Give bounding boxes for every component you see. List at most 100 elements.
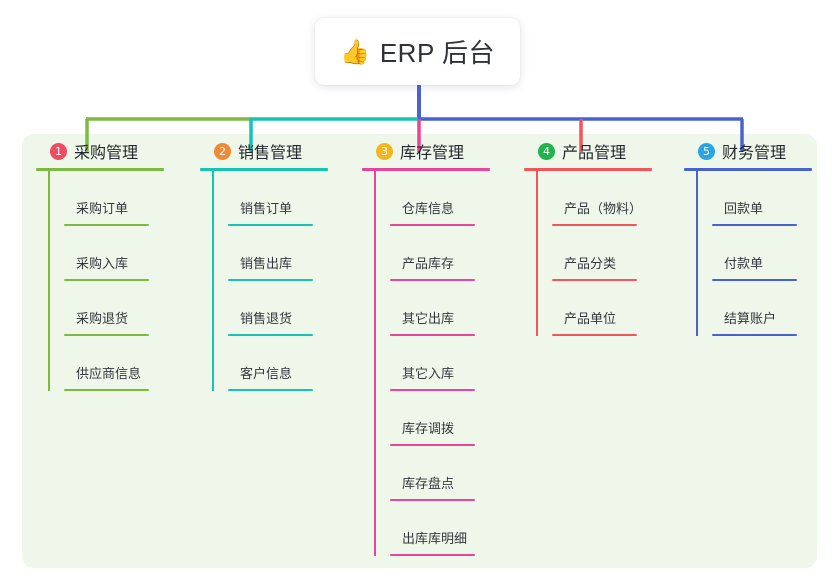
- branch-item-label: 产品分类: [564, 256, 617, 271]
- branch-item[interactable]: 仓库信息: [390, 171, 522, 226]
- branch-item-label: 采购订单: [76, 201, 129, 216]
- branch-item-list: 仓库信息产品库存其它出库其它入库库存调拨库存盘点出库库明细: [374, 171, 522, 556]
- branch-title: 销售管理: [238, 145, 303, 162]
- branch-header-1[interactable]: 1 采购管理: [36, 134, 196, 168]
- branch-item[interactable]: 回款单: [712, 171, 839, 226]
- branch-item-label: 付款单: [724, 256, 764, 271]
- branch-item-underline: [64, 224, 149, 226]
- branch-item-label: 其它出库: [402, 311, 455, 326]
- branch-item-label: 客户信息: [240, 366, 293, 381]
- branch-item-underline: [390, 444, 475, 446]
- branch-item-label: 结算账户: [724, 311, 777, 326]
- branch-header-2[interactable]: 2 销售管理: [200, 134, 360, 168]
- branch-item-underline: [390, 554, 475, 556]
- branch-item-underline: [712, 224, 797, 226]
- branch-number-badge: 4: [538, 142, 555, 160]
- branch-item-label: 出库库明细: [402, 531, 468, 546]
- branch-number-badge: 2: [214, 142, 231, 160]
- branch-item[interactable]: 采购入库: [64, 226, 196, 281]
- branch-item[interactable]: 采购退货: [64, 281, 196, 336]
- branch-item-label: 仓库信息: [402, 201, 455, 216]
- branch-header-4[interactable]: 4 产品管理: [524, 134, 684, 168]
- branch-item-underline: [552, 224, 637, 226]
- branch-item-underline: [64, 334, 149, 336]
- branch-header-5[interactable]: 5 财务管理: [684, 134, 839, 168]
- branch-underline: [362, 168, 490, 171]
- branch-underline: [36, 168, 164, 171]
- branch-item-underline: [712, 279, 797, 281]
- branch-column-1: 1 采购管理采购订单采购入库采购退货供应商信息: [36, 134, 196, 391]
- branch-item[interactable]: 客户信息: [228, 336, 360, 391]
- branch-item-list: 回款单付款单结算账户: [696, 171, 839, 336]
- branch-spine: [696, 171, 698, 336]
- branch-item[interactable]: 销售订单: [228, 171, 360, 226]
- branch-item[interactable]: 采购订单: [64, 171, 196, 226]
- branch-item-label: 库存调拨: [402, 421, 455, 436]
- branch-item[interactable]: 销售出库: [228, 226, 360, 281]
- root-node-title: ERP 后台: [379, 38, 496, 68]
- branch-item-label: 其它入库: [402, 366, 455, 381]
- branch-spine: [212, 171, 214, 391]
- branch-column-3: 3 库存管理仓库信息产品库存其它出库其它入库库存调拨库存盘点出库库明细: [362, 134, 522, 556]
- branch-underline: [200, 168, 328, 171]
- branch-item[interactable]: 库存盘点: [390, 446, 522, 501]
- branch-item-label: 产品单位: [564, 311, 617, 326]
- branch-item-underline: [552, 334, 637, 336]
- branch-item[interactable]: 产品（物料）: [552, 171, 684, 226]
- branch-title: 产品管理: [562, 145, 627, 162]
- branch-item-underline: [390, 499, 475, 501]
- branch-item[interactable]: 结算账户: [712, 281, 839, 336]
- branch-columns: 1 采购管理采购订单采购入库采购退货供应商信息 2 销售管理销售订单销售出库销售退货客…: [22, 134, 817, 568]
- branch-item-underline: [228, 279, 313, 281]
- branch-item-label: 库存盘点: [402, 476, 455, 491]
- branch-spine: [374, 171, 376, 556]
- branch-item-label: 销售退货: [240, 311, 293, 326]
- branch-item-underline: [228, 389, 313, 391]
- branch-item-underline: [552, 279, 637, 281]
- branch-item[interactable]: 付款单: [712, 226, 839, 281]
- branch-item-underline: [64, 279, 149, 281]
- branch-item-label: 销售订单: [240, 201, 293, 216]
- branch-item-list: 销售订单销售出库销售退货客户信息: [212, 171, 360, 391]
- branch-underline: [684, 168, 812, 171]
- branch-item-underline: [228, 334, 313, 336]
- branch-item[interactable]: 销售退货: [228, 281, 360, 336]
- branch-title: 财务管理: [722, 145, 787, 162]
- branch-item-underline: [712, 334, 797, 336]
- branch-column-2: 2 销售管理销售订单销售出库销售退货客户信息: [200, 134, 360, 391]
- thumbs-up-icon: 👍: [339, 37, 370, 66]
- branch-item-underline: [390, 334, 475, 336]
- branch-item[interactable]: 库存调拨: [390, 391, 522, 446]
- branch-number-badge: 5: [698, 142, 715, 160]
- branch-item-label: 产品（物料）: [564, 201, 643, 216]
- branch-item-list: 采购订单采购入库采购退货供应商信息: [48, 171, 196, 391]
- branch-title: 采购管理: [74, 145, 139, 162]
- branch-item-label: 销售出库: [240, 256, 293, 271]
- branch-item-list: 产品（物料） 产品分类产品单位: [536, 171, 684, 336]
- branch-item-underline: [228, 224, 313, 226]
- branch-number-badge: 3: [376, 142, 393, 160]
- branch-underline: [524, 168, 652, 171]
- branch-item-label: 供应商信息: [76, 366, 142, 381]
- branch-item[interactable]: 供应商信息: [64, 336, 196, 391]
- branch-item-label: 采购入库: [76, 256, 129, 271]
- branch-item[interactable]: 产品单位: [552, 281, 684, 336]
- branch-item[interactable]: 产品分类: [552, 226, 684, 281]
- branch-header-3[interactable]: 3 库存管理: [362, 134, 522, 168]
- branch-item-label: 采购退货: [76, 311, 129, 326]
- branch-title: 库存管理: [400, 145, 465, 162]
- branch-number-badge: 1: [50, 142, 67, 160]
- branch-item[interactable]: 产品库存: [390, 226, 522, 281]
- branch-spine: [536, 171, 538, 336]
- branch-column-5: 5 财务管理回款单付款单结算账户: [684, 134, 839, 336]
- root-node-card[interactable]: 👍 ERP 后台: [315, 18, 520, 85]
- branch-item-label: 回款单: [724, 201, 764, 216]
- branch-item[interactable]: 其它出库: [390, 281, 522, 336]
- branch-item[interactable]: 出库库明细: [390, 501, 522, 556]
- branch-item[interactable]: 其它入库: [390, 336, 522, 391]
- branch-item-label: 产品库存: [402, 256, 455, 271]
- branch-column-4: 4 产品管理产品（物料） 产品分类产品单位: [524, 134, 684, 336]
- branches-panel: [22, 134, 817, 568]
- branch-item-underline: [390, 279, 475, 281]
